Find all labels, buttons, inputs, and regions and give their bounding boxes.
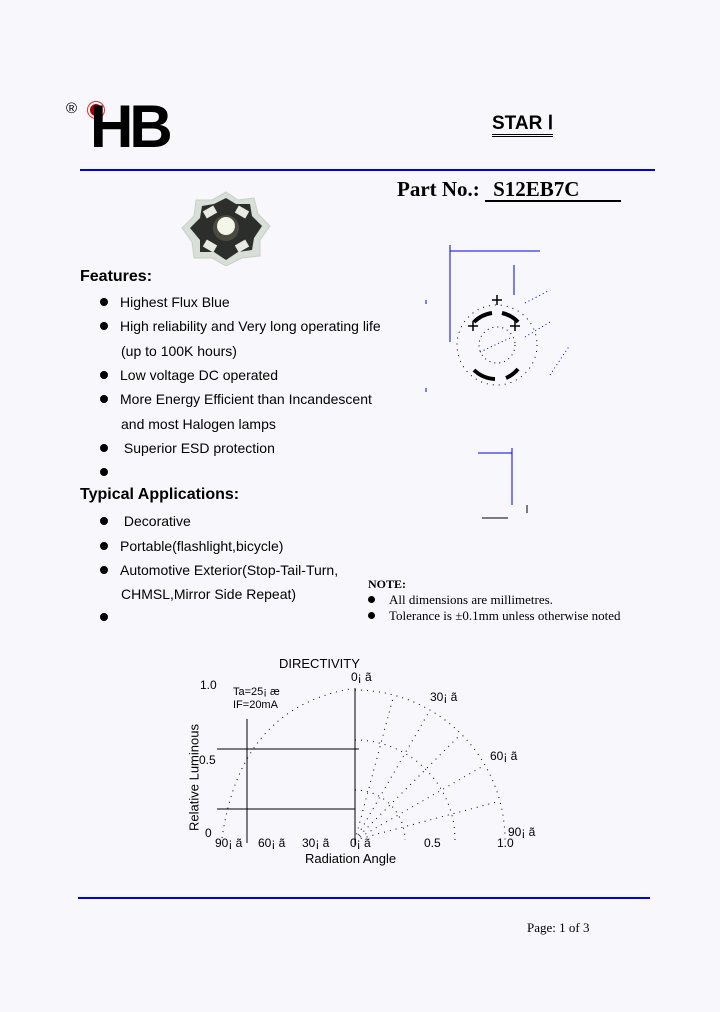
directivity-chart: [217, 688, 506, 845]
part-label: Part No.:: [397, 177, 480, 201]
left-luminous-curve: [221, 688, 351, 839]
x-tick-angle: 0¡ ã: [350, 836, 371, 850]
polar-radial-line: [354, 709, 431, 841]
registered-mark: ®: [66, 100, 78, 117]
feature-item-continued: (up to 100K hours): [121, 343, 237, 359]
note-item: Tolerance is ±0.1mm unless otherwise not…: [368, 608, 621, 624]
page-indicator: Page: 1 of 3: [527, 920, 590, 935]
logo-text: HB: [90, 93, 173, 160]
application-item: Portable(flashlight,bicycle): [100, 538, 283, 554]
bullet-icon: [100, 542, 108, 550]
y-axis-label: Relative Luminous: [186, 724, 202, 831]
logo: ® HB: [66, 94, 173, 160]
polar-arc: [354, 739, 456, 841]
applications-heading: Typical Applications:: [80, 486, 240, 503]
polar-arc: [354, 689, 506, 841]
condition-if: IF=20mA: [233, 699, 278, 711]
feature-item: More Energy Efficient than Incandescent: [100, 391, 372, 407]
x-tick-value: 0.5: [424, 836, 441, 850]
star-led-image: [181, 191, 271, 266]
feature-item: [100, 464, 120, 480]
polar-angle-label: 0¡ ã: [351, 670, 372, 684]
polar-angle-label: 90¡ ã: [508, 825, 536, 839]
footer-divider: [78, 897, 650, 899]
application-item: Decorative: [100, 513, 191, 529]
polar-radial-line: [354, 694, 395, 841]
bullet-icon: [368, 612, 375, 619]
feature-item: Low voltage DC operated: [100, 367, 278, 383]
header-divider: [80, 169, 655, 171]
x-tick-value: 1.0: [497, 836, 514, 850]
x-tick-angle: 30¡ ã: [302, 836, 330, 850]
y-tick: 1.0: [200, 678, 217, 692]
bullet-icon: [100, 395, 108, 403]
part-number-line: Part No.: S12EB7C: [397, 177, 622, 202]
polar-angle-label: 60¡ ã: [490, 749, 518, 763]
note-item: All dimensions are millimetres.: [368, 592, 553, 608]
bullet-icon: [100, 444, 108, 452]
x-axis-label: Radiation Angle: [305, 851, 397, 866]
dimension-drawing: [425, 245, 571, 519]
feature-item: High reliability and Very long operating…: [100, 318, 381, 334]
bullet-icon: [100, 298, 108, 306]
note-heading: NOTE:: [368, 577, 407, 591]
feature-item: Highest Flux Blue: [100, 294, 230, 310]
features-heading: Features:: [80, 268, 153, 285]
x-tick-angle: 90¡ ã: [215, 836, 243, 850]
x-tick-angle: 60¡ ã: [258, 836, 286, 850]
bullet-icon: [368, 596, 375, 603]
bullet-icon: [100, 613, 108, 621]
application-item: [100, 609, 120, 625]
bullet-icon: [100, 322, 108, 330]
bullet-icon: [100, 517, 108, 525]
logo-sun-icon: [90, 104, 102, 116]
chart-title: DIRECTIVITY: [279, 656, 360, 671]
polar-radial-line: [354, 800, 501, 841]
feature-item-continued: and most Halogen lamps: [121, 416, 276, 432]
polar-radial-line: [354, 733, 462, 841]
part-number: S12EB7C: [485, 178, 622, 202]
condition-ta: Ta=25¡ æ: [233, 686, 280, 698]
polar-radial-line: [354, 764, 486, 841]
polar-angle-label: 30¡ ã: [430, 690, 458, 704]
bullet-icon: [100, 566, 108, 574]
bullet-icon: [100, 468, 108, 476]
y-tick: 0.5: [199, 753, 216, 767]
series-title: STAR Ⅰ: [492, 114, 554, 137]
bullet-icon: [100, 371, 108, 379]
y-tick: 0: [205, 826, 212, 840]
feature-item: Superior ESD protection: [100, 440, 275, 456]
application-item: Automotive Exterior(Stop-Tail-Turn,: [100, 562, 338, 578]
application-item-continued: CHMSL,Mirror Side Repeat): [121, 586, 297, 602]
